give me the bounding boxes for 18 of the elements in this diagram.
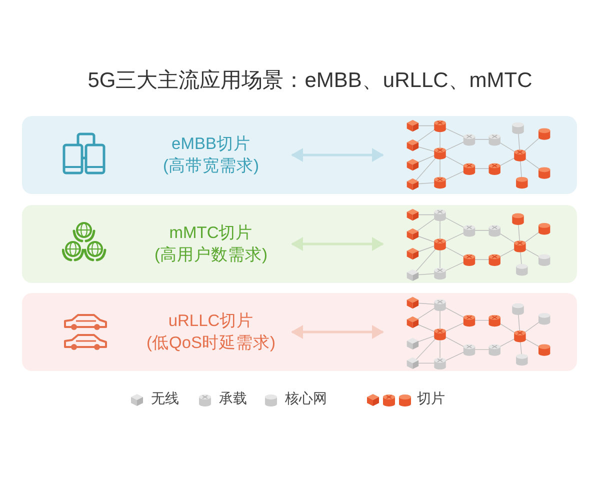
double-arrow <box>291 325 384 339</box>
scenario-band <box>22 293 577 371</box>
legend-label: 无线 <box>151 390 179 408</box>
title: 5G三大主流应用场景：eMBB、uRLLC、mMTC <box>86 68 534 94</box>
scenario-band <box>22 205 577 283</box>
legend-label: 承载 <box>219 390 247 408</box>
double-arrow <box>291 237 384 251</box>
slice-requirement: (高带宽需求) <box>162 156 260 177</box>
slice-requirement: (低QoS时延需求) <box>145 333 276 354</box>
legend-label: 核心网 <box>285 390 327 408</box>
scenario-band <box>22 116 577 194</box>
slice-name: mMTC切片 <box>168 223 254 244</box>
tablets-icon <box>62 132 108 176</box>
legend-label: 切片 <box>417 390 445 408</box>
slice-name: eMBB切片 <box>170 134 252 155</box>
slice-requirement: (高用户数需求) <box>154 245 268 266</box>
slice-name: uRLLC切片 <box>167 311 255 332</box>
double-arrow <box>291 148 384 162</box>
